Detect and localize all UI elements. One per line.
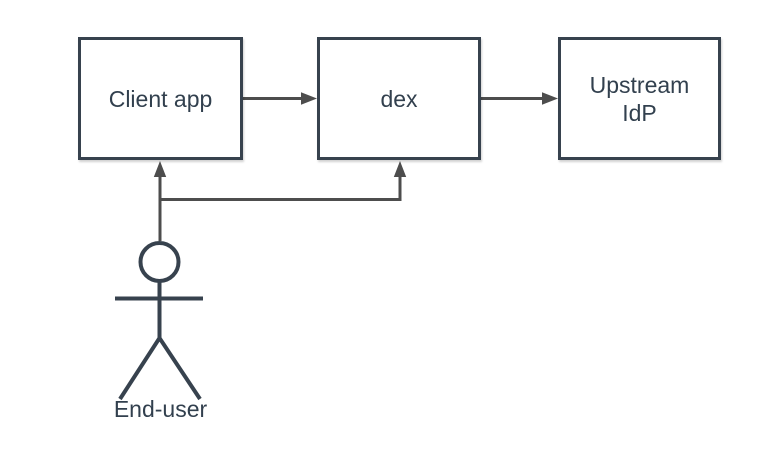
actor-legs bbox=[118, 334, 202, 401]
arrowhead-up-icon bbox=[153, 161, 167, 177]
arrowhead-right-icon bbox=[542, 92, 558, 105]
end-user-label: End-user bbox=[113, 396, 208, 422]
arrowhead-right-icon bbox=[301, 92, 317, 105]
node-label-line2: IdP bbox=[622, 99, 657, 126]
node-label: Client app bbox=[108, 85, 213, 112]
node-dex: dex bbox=[317, 37, 481, 160]
node-label-line1: Upstream bbox=[589, 71, 690, 98]
edge-end-user-to-dex bbox=[160, 161, 407, 201]
node-client-app: Client app bbox=[78, 37, 243, 160]
edge-end-user-to-client-app bbox=[153, 161, 167, 241]
node-label: Upstream IdP bbox=[590, 71, 690, 127]
edge-dex-to-upstream-idp bbox=[481, 92, 558, 105]
end-user-actor-icon bbox=[115, 241, 203, 401]
node-label: dex bbox=[380, 85, 418, 112]
arrowhead-up-icon bbox=[393, 161, 407, 177]
node-upstream-idp: Upstream IdP bbox=[558, 37, 721, 160]
actor-head bbox=[138, 241, 181, 283]
edge-client-app-to-dex bbox=[243, 92, 317, 105]
